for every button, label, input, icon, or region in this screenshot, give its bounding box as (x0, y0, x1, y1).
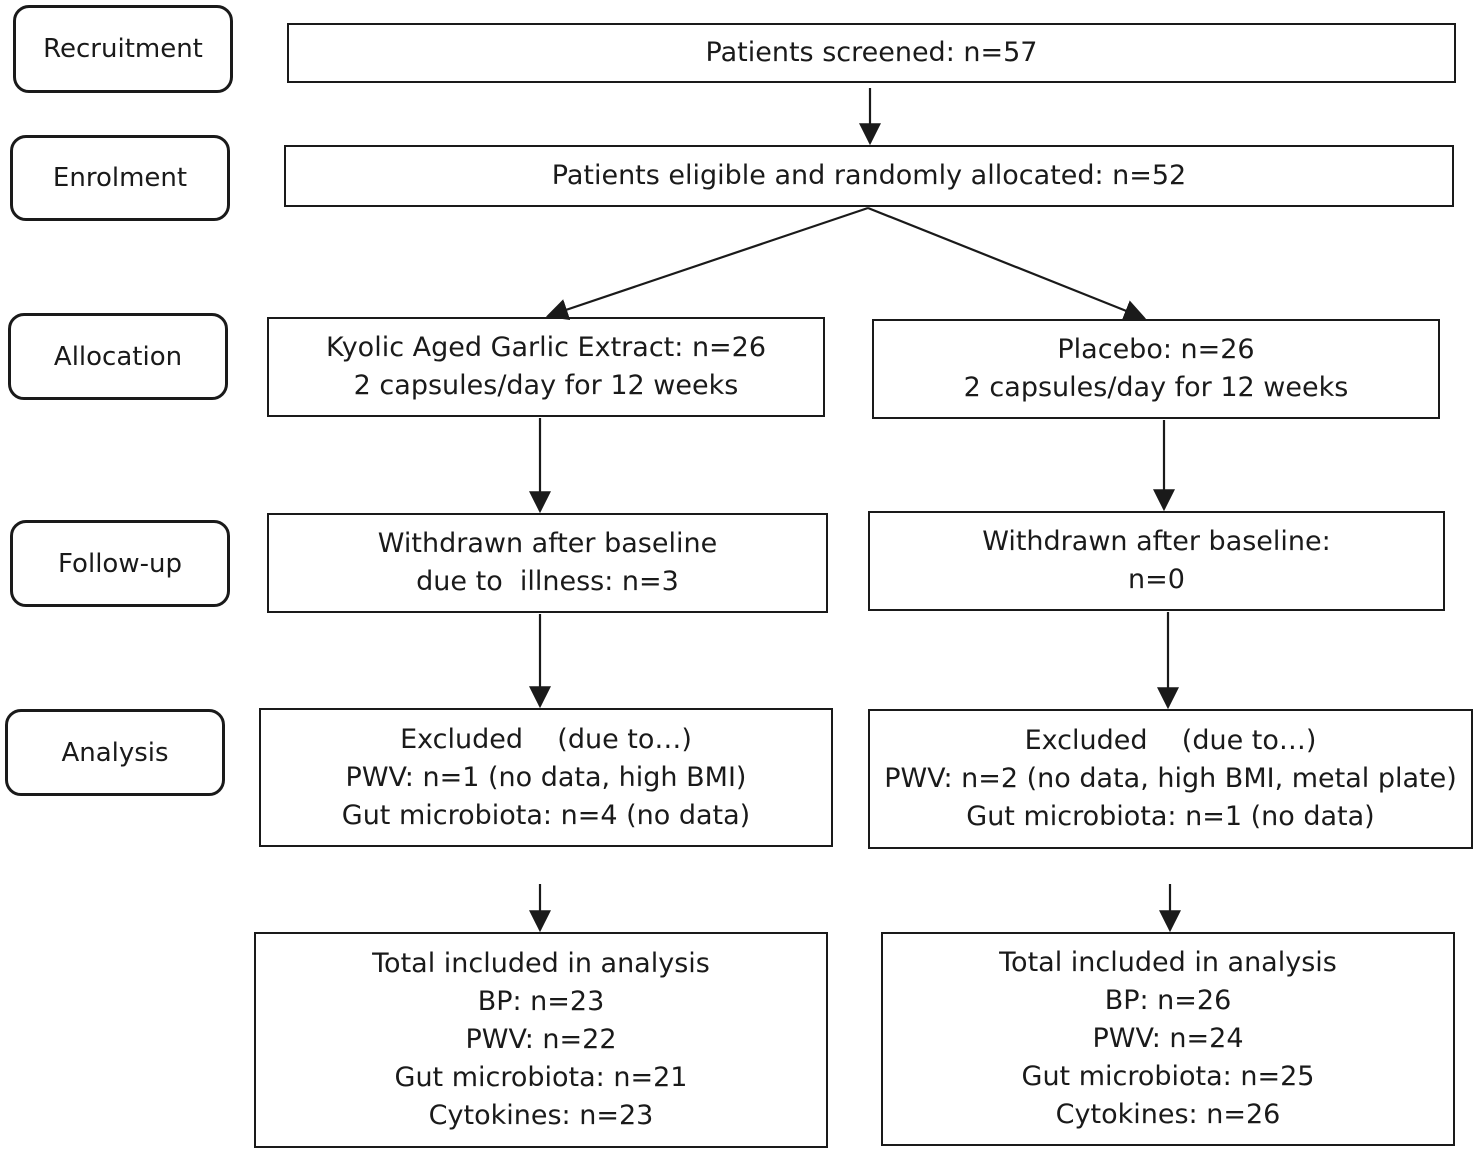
placebo-included-line: PWV: n=24 (1092, 1023, 1244, 1054)
garlic-followup-line: Withdrawn after baseline (377, 528, 718, 559)
stage-analysis: Analysis (5, 709, 225, 796)
garlic-included-line: PWV: n=22 (465, 1024, 617, 1055)
garlic-included-line: Gut microbiota: n=21 (394, 1062, 688, 1093)
placebo-excluded-box: Excluded (due to…) PWV: n=2 (no data, hi… (868, 709, 1473, 849)
placebo-included-line: Total included in analysis (999, 947, 1337, 978)
placebo-included-line: Cytokines: n=26 (1055, 1099, 1281, 1130)
stage-enrolment: Enrolment (10, 135, 230, 221)
placebo-included-line: BP: n=26 (1104, 985, 1232, 1016)
garlic-included-box: Total included in analysis BP: n=23 PWV:… (254, 932, 828, 1148)
placebo-excluded-line: Excluded (due to…) (1024, 725, 1317, 756)
arrow-enrolled-to-placebo (867, 206, 1147, 321)
enrolled-box: Patients eligible and randomly allocated… (284, 145, 1454, 207)
garlic-excluded-line: Gut microbiota: n=4 (no data) (341, 799, 751, 831)
garlic-included-line: Total included in analysis (372, 948, 710, 979)
placebo-allocation-box: Placebo: n=26 2 capsules/day for 12 week… (872, 319, 1440, 419)
garlic-excluded-line: Excluded (due to…) (400, 723, 692, 755)
placebo-excluded-line: Gut microbiota: n=1 (no data) (966, 801, 1375, 832)
placebo-followup-line: n=0 (1128, 564, 1185, 595)
stage-allocation: Allocation (8, 313, 228, 400)
enrolled-text: Patients eligible and randomly allocated… (551, 160, 1187, 191)
garlic-included-line: BP: n=23 (477, 986, 605, 1017)
stage-followup: Follow-up (10, 520, 230, 607)
garlic-excluded-box: Excluded (due to…) PWV: n=1 (no data, hi… (259, 708, 833, 847)
screened-text: Patients screened: n=57 (705, 37, 1038, 68)
garlic-allocation-box: Kyolic Aged Garlic Extract: n=26 2 capsu… (267, 317, 825, 417)
garlic-followup-line: due to illness: n=3 (416, 566, 679, 597)
placebo-excluded-line: PWV: n=2 (no data, high BMI, metal plate… (884, 763, 1457, 794)
placebo-followup-box: Withdrawn after baseline: n=0 (868, 511, 1445, 611)
screened-box: Patients screened: n=57 (287, 23, 1456, 83)
garlic-followup-box: Withdrawn after baseline due to illness:… (267, 513, 828, 613)
garlic-allocation-line: Kyolic Aged Garlic Extract: n=26 (325, 332, 767, 363)
arrow-enrolled-to-garlic (545, 206, 869, 321)
garlic-excluded-line: PWV: n=1 (no data, high BMI) (345, 761, 747, 793)
placebo-allocation-line: 2 capsules/day for 12 weeks (963, 372, 1349, 403)
garlic-allocation-line: 2 capsules/day for 12 weeks (353, 370, 739, 401)
garlic-included-line: Cytokines: n=23 (428, 1100, 654, 1131)
placebo-included-line: Gut microbiota: n=25 (1021, 1061, 1315, 1092)
placebo-followup-line: Withdrawn after baseline: (982, 526, 1331, 557)
placebo-allocation-line: Placebo: n=26 (1057, 334, 1255, 365)
placebo-included-box: Total included in analysis BP: n=26 PWV:… (881, 932, 1455, 1146)
stage-recruitment: Recruitment (13, 5, 233, 93)
